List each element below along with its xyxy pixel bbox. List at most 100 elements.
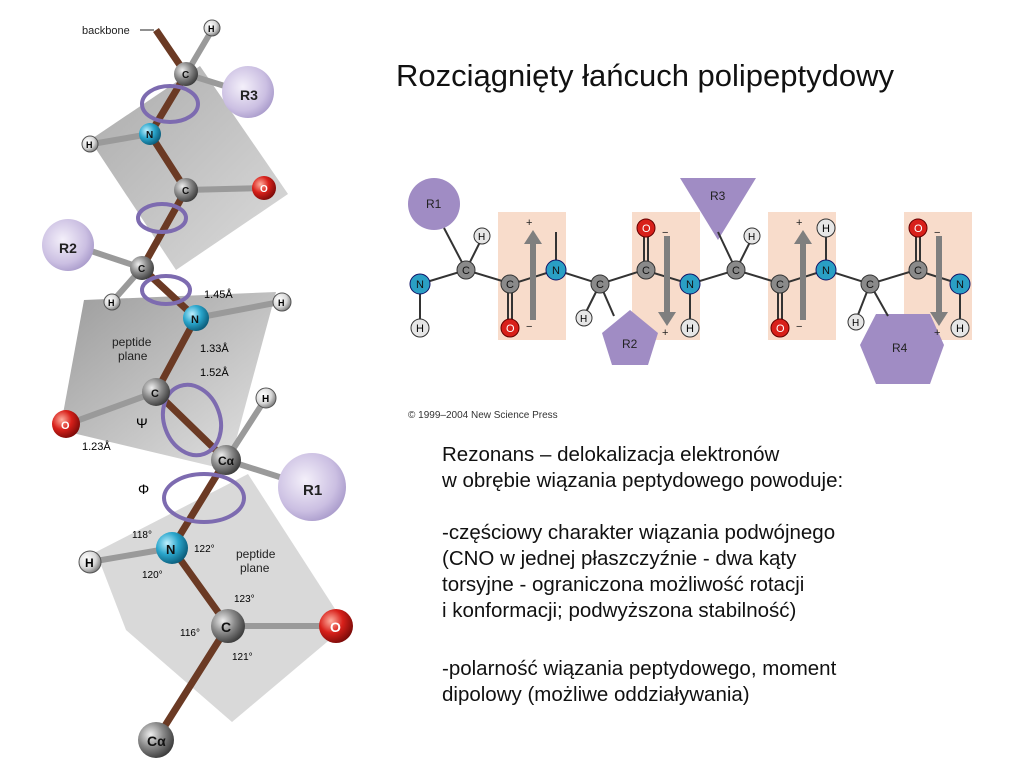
- svg-text:H: H: [956, 323, 964, 335]
- rotation-arrows: [136, 84, 246, 524]
- svg-text:O: O: [642, 223, 651, 235]
- svg-text:+: +: [662, 327, 668, 339]
- angle-label: 116°: [180, 628, 200, 639]
- svg-text:R3: R3: [710, 189, 726, 203]
- carbon-atom: C: [500, 274, 520, 294]
- nitrogen-atom: N: [409, 273, 431, 295]
- nitrogen-atom: N: [139, 123, 161, 145]
- svg-text:N: N: [686, 279, 694, 291]
- svg-text:O: O: [260, 184, 268, 195]
- r1-side-chain: R1: [278, 453, 346, 521]
- nitrogen-atom: N: [679, 273, 701, 295]
- nitrogen-atom: N: [545, 259, 567, 281]
- hydrogen-atom: H: [255, 387, 277, 409]
- bond-length-label: 1.52Å: [200, 366, 229, 379]
- svg-text:C: C: [151, 388, 159, 400]
- hydrogen-atom: H: [410, 318, 430, 338]
- svg-text:C: C: [221, 619, 231, 635]
- svg-text:C: C: [642, 265, 650, 277]
- hydrogen-atom: H: [203, 19, 221, 37]
- polypeptide-model-figure: R3 R2 R1 H C N H C O C H N H C O H Cα N …: [0, 0, 380, 768]
- svg-text:H: H: [416, 323, 424, 335]
- carbon-atom: C: [130, 256, 154, 280]
- r2-side-chain: R2: [602, 310, 658, 365]
- svg-text:H: H: [262, 394, 269, 405]
- r3-side-chain: R3: [222, 66, 274, 118]
- psi-label: Ψ: [136, 415, 148, 431]
- svg-text:C: C: [182, 70, 189, 81]
- bond-length-label: 1.45Å: [204, 288, 233, 301]
- hydrogen-atom: H: [272, 292, 292, 312]
- oxygen-atom: O: [52, 410, 80, 438]
- svg-text:N: N: [416, 279, 424, 291]
- svg-text:C: C: [506, 279, 514, 291]
- svg-text:C: C: [914, 265, 922, 277]
- carbon-atom: C: [726, 260, 746, 280]
- angle-label: 120°: [142, 570, 163, 581]
- svg-text:N: N: [822, 265, 830, 277]
- carbon-atom: C: [456, 260, 476, 280]
- text-line: i konformacji; podwyższona stabilność): [442, 599, 797, 622]
- paragraph-double-bond: -częściowy charakter wiązania podwójnego…: [442, 520, 1002, 624]
- slide-title: Rozciągnięty łańcuch polipeptydowy: [396, 58, 895, 93]
- hydrogen-atom: H: [680, 318, 700, 338]
- svg-text:R2: R2: [59, 240, 77, 256]
- nitrogen-atom: N: [949, 273, 971, 295]
- oxygen-atom: O: [319, 609, 353, 643]
- svg-text:C: C: [462, 265, 470, 277]
- svg-text:N: N: [956, 279, 964, 291]
- nitrogen-atom: N: [183, 305, 209, 331]
- bond-length-label: 1.23Å: [82, 440, 111, 453]
- svg-text:H: H: [580, 314, 587, 325]
- resonance-schematic-svg: R1 R2 R3 R4 +− −+ +− −+ N H C H C O: [408, 178, 972, 384]
- r3-side-chain: R3: [680, 178, 756, 240]
- peptide-plane: [90, 66, 288, 270]
- text-line: -częściowy charakter wiązania podwójnego: [442, 521, 836, 544]
- svg-text:H: H: [822, 223, 830, 235]
- angle-label: 122°: [194, 544, 215, 555]
- svg-text:N: N: [146, 130, 153, 141]
- svg-text:O: O: [914, 223, 923, 235]
- svg-text:O: O: [330, 619, 341, 635]
- copyright-notice: © 1999–2004 New Science Press: [408, 410, 558, 421]
- text-line: w obrębie wiązania peptydowego powoduje:: [442, 469, 844, 492]
- hydrogen-atom: H: [575, 309, 593, 327]
- text-line: torsyjne - ograniczona możliwość rotacji: [442, 573, 805, 596]
- svg-text:H: H: [852, 318, 859, 329]
- text-line: Rezonans – delokalizacja elektronów: [442, 443, 780, 466]
- svg-text:H: H: [86, 140, 93, 150]
- oxygen-atom: O: [500, 318, 520, 338]
- peptide-plane: [96, 474, 346, 722]
- alpha-carbon-atom: Cα: [138, 722, 174, 758]
- hydrogen-atom: H: [847, 313, 865, 331]
- dipole-arrows: [524, 230, 948, 326]
- svg-text:H: H: [686, 323, 694, 335]
- svg-text:C: C: [866, 279, 874, 291]
- svg-text:R1: R1: [303, 482, 322, 499]
- svg-text:H: H: [208, 24, 215, 34]
- svg-text:+: +: [796, 217, 802, 229]
- oxygen-atom: O: [908, 218, 928, 238]
- phi-label: Φ: [138, 481, 149, 497]
- backbone-label: backbone: [82, 25, 130, 37]
- carbon-atom: C: [174, 178, 198, 202]
- svg-text:C: C: [596, 279, 604, 291]
- svg-text:N: N: [191, 314, 199, 326]
- carbon-atom: C: [908, 260, 928, 280]
- carbon-atom: C: [174, 62, 198, 86]
- hydrogen-atom: H: [78, 550, 102, 574]
- nitrogen-atom: N: [156, 532, 188, 564]
- svg-text:C: C: [138, 264, 145, 275]
- svg-text:H: H: [748, 232, 755, 243]
- svg-text:+: +: [934, 327, 940, 339]
- svg-text:C: C: [776, 279, 784, 291]
- svg-text:Cα: Cα: [218, 454, 235, 468]
- hydrogen-atom: H: [473, 227, 491, 245]
- svg-text:R2: R2: [622, 337, 638, 351]
- hydrogen-atom: H: [743, 227, 761, 245]
- text-line: -polarność wiązania peptydowego, moment: [442, 657, 837, 680]
- svg-text:H: H: [108, 298, 115, 308]
- carbon-atom: C: [860, 274, 880, 294]
- angle-label: 121°: [232, 652, 253, 663]
